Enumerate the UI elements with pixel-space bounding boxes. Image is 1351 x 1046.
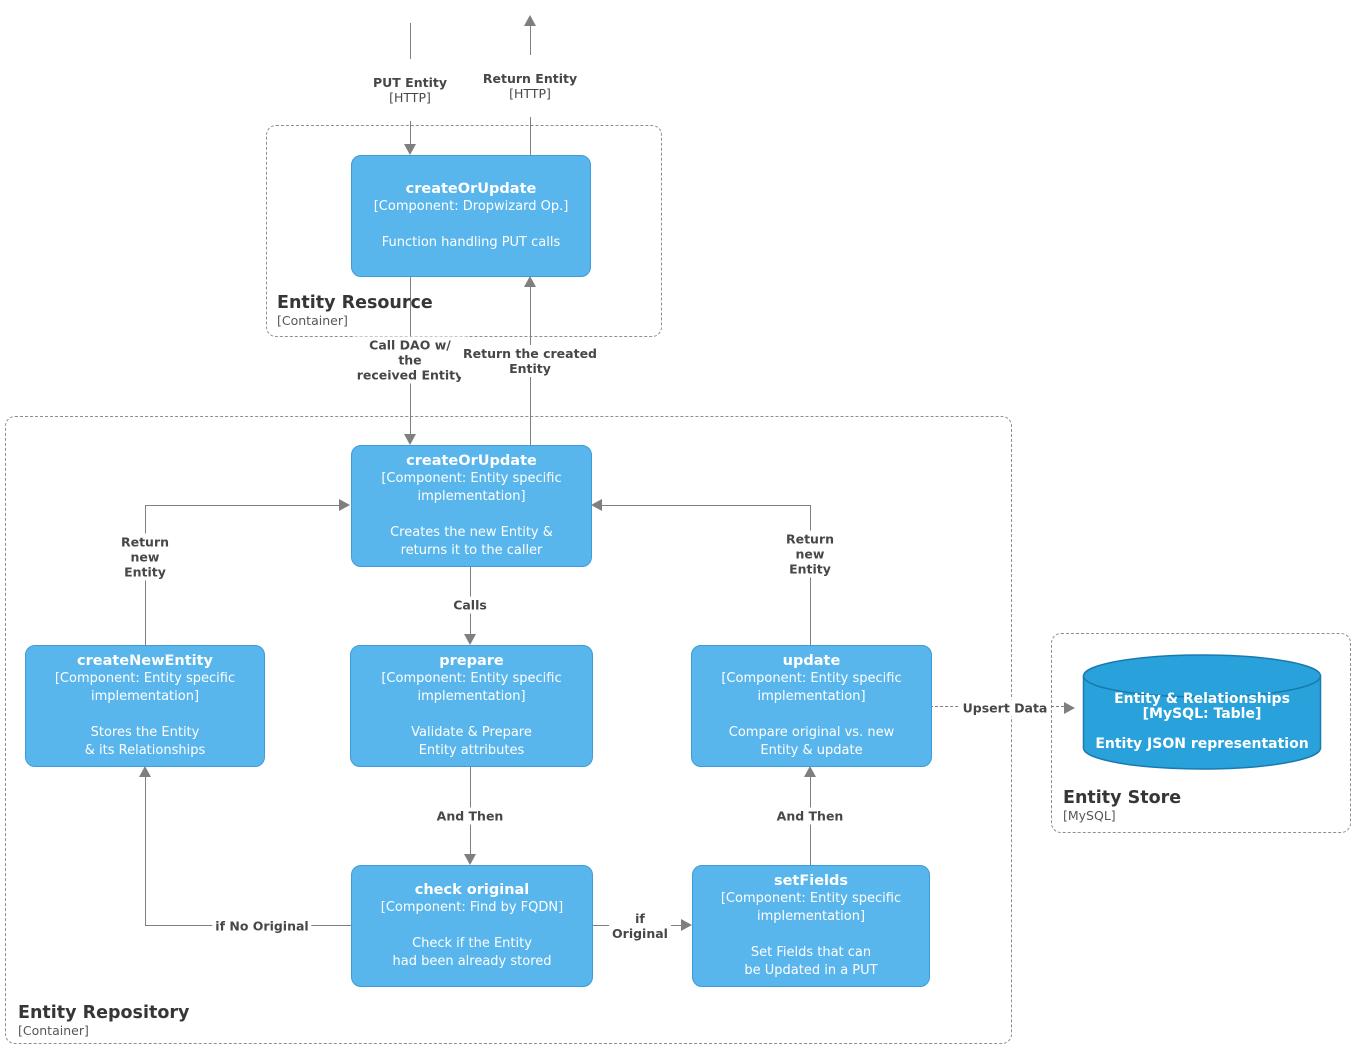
edge-label-return-new-left: Return new Entity — [117, 533, 173, 581]
node-title: setFields — [773, 873, 849, 889]
put-entity-text: PUT Entity — [372, 75, 448, 90]
arrowhead-return-new-left — [339, 499, 350, 511]
edge-label-return-entity: Return Entity [HTTP] — [479, 55, 581, 117]
line-if-no-original-vertical — [145, 777, 146, 925]
node-title: update — [782, 653, 841, 669]
node-title: check original — [414, 882, 530, 898]
edge-label-calls: Calls — [450, 596, 490, 614]
entity-resource-label: Entity Resource [Container] — [277, 293, 433, 328]
node-title: createOrUpdate — [405, 181, 537, 197]
arrowhead-and-then-left — [464, 854, 476, 865]
entity-repository-label: Entity Repository [Container] — [18, 1003, 189, 1038]
node-title: createNewEntity — [76, 653, 213, 669]
node-check-original: check original [Component: Find by FQDN]… — [351, 865, 593, 987]
node-meta: [Component: Dropwizard Op.] — [373, 199, 569, 214]
entity-store-cylinder-icon — [1082, 654, 1322, 770]
node-prepare: prepare [Component: Entity specific impl… — [350, 645, 593, 767]
entity-repository-title: Entity Repository — [18, 1003, 190, 1023]
return-entity-text: Return Entity — [482, 71, 578, 86]
node-meta: [Component: Entity specific implementati… — [54, 671, 236, 704]
put-entity-tech: [HTTP] — [389, 90, 431, 105]
node-meta: [Component: Find by FQDN] — [380, 900, 564, 915]
node-desc: Entity JSON representation — [1095, 736, 1309, 752]
line-return-new-right-horizontal — [602, 505, 810, 506]
arrowhead-put-entity — [404, 144, 416, 155]
node-meta: [Component: Entity specific implementati… — [381, 471, 562, 504]
arrowhead-return-created — [524, 276, 536, 287]
node-desc: Set Fields that can be Updated in a PUT — [744, 945, 878, 978]
edge-label-return-new-right: Return new Entity — [782, 530, 838, 578]
entity-resource-title: Entity Resource — [277, 293, 433, 313]
node-title: prepare — [439, 653, 504, 669]
node-update: update [Component: Entity specific imple… — [691, 645, 932, 767]
node-title: createOrUpdate — [406, 453, 537, 469]
node-desc: Compare original vs. new Entity & update — [728, 725, 895, 758]
entity-resource-subtitle: [Container] — [277, 313, 348, 328]
node-create-new-entity: createNewEntity [Component: Entity speci… — [25, 645, 265, 767]
arrowhead-calls — [464, 634, 476, 645]
arrowhead-if-no-original — [139, 766, 151, 777]
return-entity-tech: [HTTP] — [509, 86, 551, 101]
node-create-or-update-resource: createOrUpdate [Component: Dropwizard Op… — [351, 155, 591, 277]
arrowhead-return-new-right — [591, 499, 602, 511]
node-desc: Creates the new Entity & returns it to t… — [390, 525, 553, 558]
edge-label-and-then-right: And Then — [773, 807, 847, 825]
edge-label-if-no-original: if No Original — [212, 917, 312, 935]
arrowhead-return-entity — [524, 15, 536, 26]
edge-label-call-dao: Call DAO w/ the received Entity — [353, 336, 467, 384]
arrowhead-if-original — [681, 919, 692, 931]
edge-label-upsert-data: Upsert Data — [959, 699, 1051, 717]
node-create-or-update-repository: createOrUpdate [Component: Entity specif… — [351, 445, 592, 567]
node-meta: [Component: Entity specific implementati… — [381, 671, 562, 704]
entity-store-label: Entity Store [MySQL] — [1063, 788, 1181, 823]
node-meta: [MySQL: Table] — [1142, 706, 1262, 722]
arrowhead-upsert-data — [1064, 702, 1075, 714]
arrowhead-and-then-right — [804, 766, 816, 777]
node-set-fields: setFields [Component: Entity specific im… — [692, 865, 930, 987]
node-desc: Function handling PUT calls — [381, 235, 561, 250]
edge-label-put-entity: PUT Entity [HTTP] — [369, 59, 451, 121]
node-desc: Stores the Entity & its Relationships — [84, 725, 206, 758]
node-desc: Check if the Entity had been already sto… — [392, 936, 552, 969]
arrowhead-call-dao — [404, 434, 416, 445]
line-return-new-left-horizontal — [145, 505, 339, 506]
entity-repository-container — [5, 416, 1012, 1044]
entity-repository-subtitle: [Container] — [18, 1023, 89, 1038]
node-meta: [Component: Entity specific implementati… — [720, 891, 902, 924]
node-meta: [Component: Entity specific implementati… — [721, 671, 902, 704]
entity-store-subtitle: [MySQL] — [1063, 808, 1116, 823]
node-entity-relationships-table: Entity & Relationships [MySQL: Table] En… — [1082, 692, 1322, 752]
edge-label-if-original: if Original — [609, 910, 671, 942]
entity-store-title: Entity Store — [1063, 788, 1182, 808]
edge-label-return-created: Return the created Entity — [460, 345, 600, 377]
node-desc: Validate & Prepare Entity attributes — [411, 725, 532, 758]
edge-label-and-then-left: And Then — [433, 807, 507, 825]
node-title: Entity & Relationships — [1114, 691, 1290, 707]
